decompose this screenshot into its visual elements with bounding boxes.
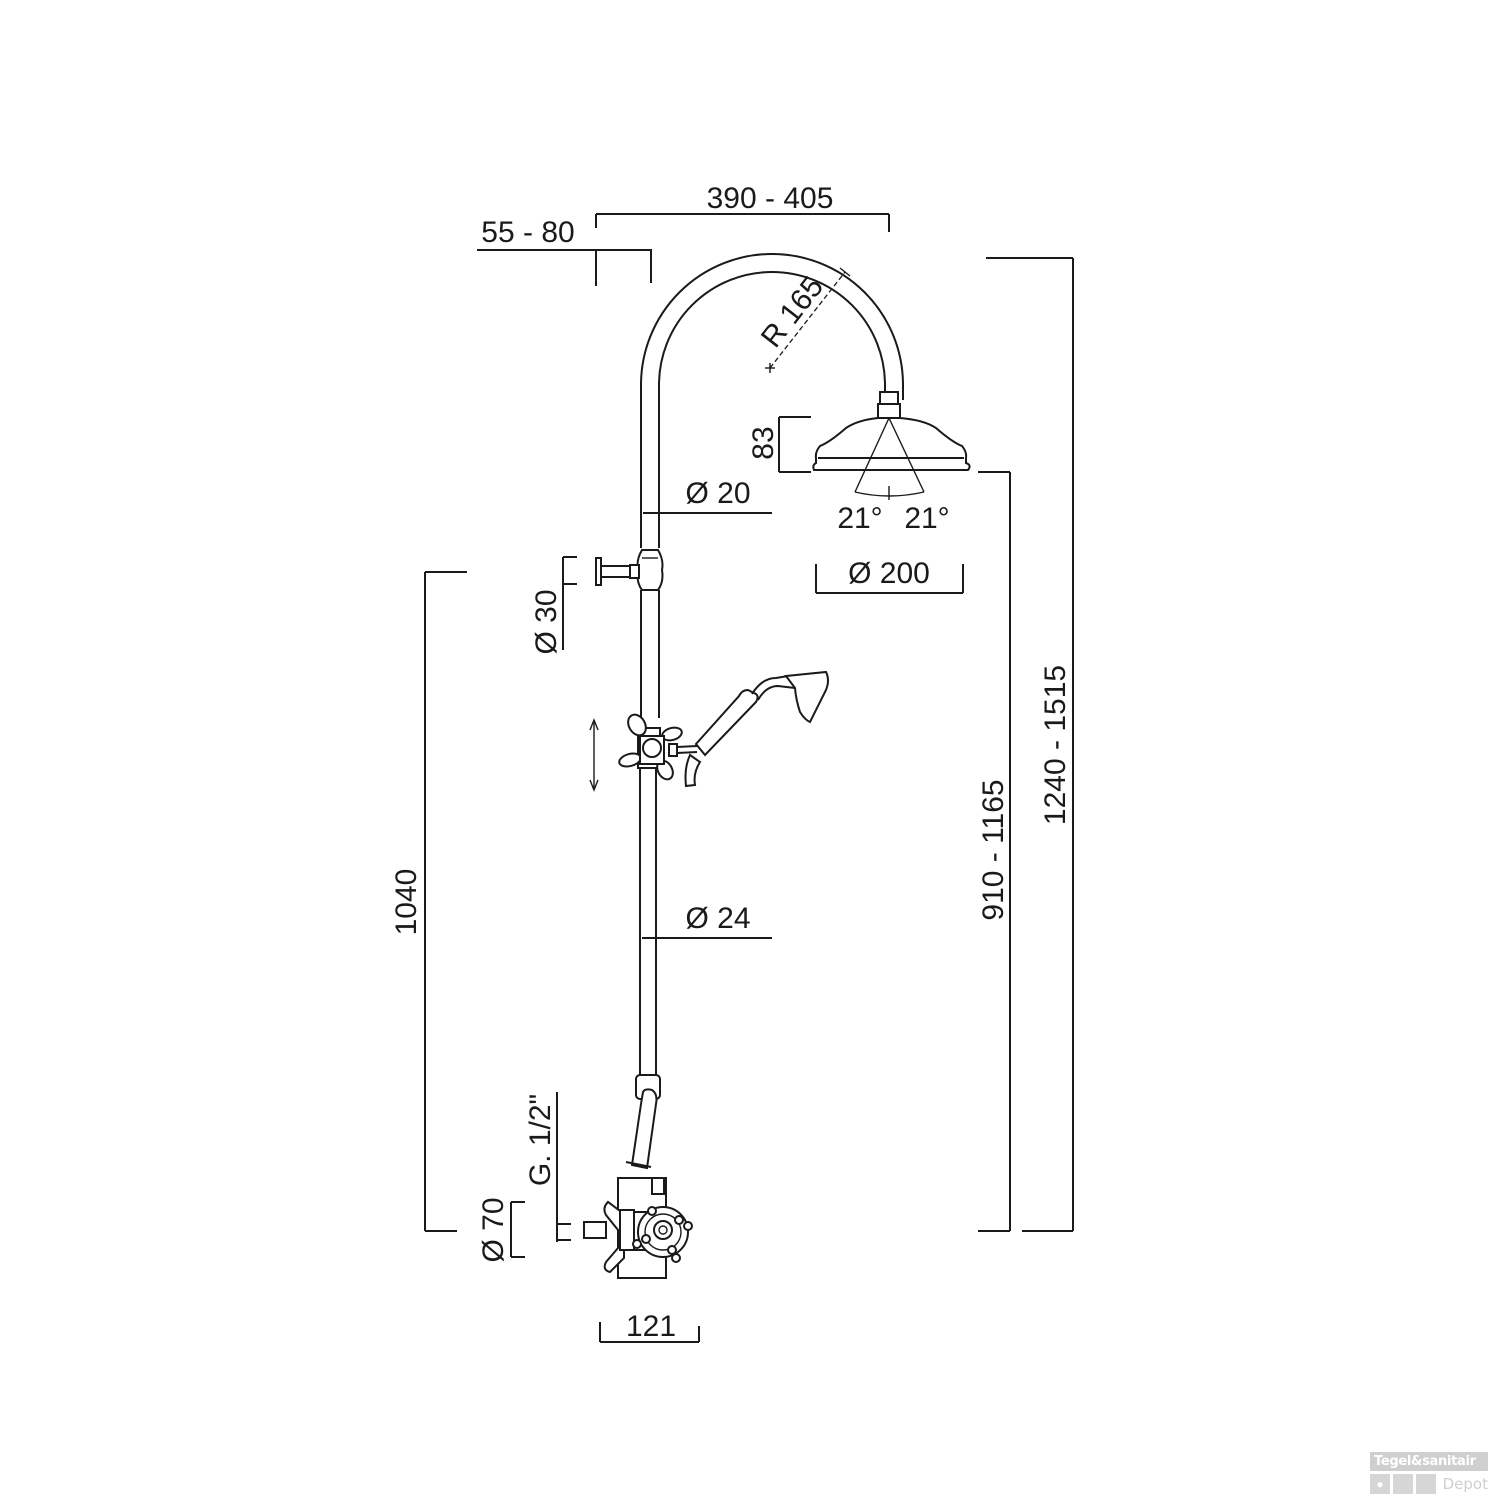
dim-slide-range: [589, 718, 599, 792]
dim-thread: G. 1/2": [524, 1092, 571, 1242]
dim-wall-offset-label: 55 - 80: [481, 216, 574, 249]
gooseneck-arm: [640, 253, 904, 510]
watermark-brand-top: Tegel&sanitair: [1370, 1452, 1488, 1471]
dim-lower-pipe-diameter: Ø 24: [642, 902, 772, 939]
riser-pipe: [639, 510, 660, 1075]
dim-head-height-label: 83: [747, 426, 780, 459]
dim-thread-label: G. 1/2": [524, 1094, 557, 1186]
dim-wall-offset: 55 - 80: [477, 216, 652, 286]
lower-elbow: [625, 1074, 661, 1170]
dim-mixer-height: 1040: [390, 571, 467, 1232]
wall-bracket: [595, 549, 664, 591]
dim-escutcheon-diameter: Ø 70: [477, 1197, 525, 1263]
dim-upper-pipe-diameter-label: Ø 20: [685, 477, 750, 510]
thermostatic-mixer: [583, 1177, 693, 1279]
dim-lower-pipe-diameter-label: Ø 24: [685, 902, 750, 935]
dim-bracket-diameter-label: Ø 30: [530, 589, 563, 654]
logo-square: [1415, 1474, 1436, 1494]
dim-head-height: 83: [747, 416, 811, 473]
spray-angle-left-label: 21°: [837, 502, 882, 535]
dim-top-width-label: 390 - 405: [707, 182, 834, 215]
dim-head-height-range-label: 910 - 1165: [977, 779, 1010, 920]
dim-upper-pipe-diameter: Ø 20: [643, 477, 772, 514]
logo-square: [1392, 1474, 1413, 1494]
hand-shower: [668, 670, 829, 788]
dim-bracket-diameter: Ø 30: [530, 556, 577, 655]
diverter-cross-handle: [618, 713, 683, 781]
dim-mixer-height-label: 1040: [390, 869, 423, 936]
dim-mixer-width: 121: [599, 1310, 700, 1343]
dim-total-height-range-label: 1240 - 1515: [1039, 665, 1072, 825]
dim-top-width: 390 - 405: [595, 182, 890, 232]
water-drop-icon: ●: [1370, 1474, 1390, 1494]
dim-total-height-range: 1240 - 1515: [986, 257, 1074, 1232]
dim-mixer-width-label: 121: [626, 1310, 676, 1343]
dim-head-diameter-label: Ø 200: [848, 557, 930, 590]
watermark-logo: Tegel&sanitair ● Depot: [1370, 1452, 1488, 1494]
dim-arc-radius-label: R 165: [755, 270, 830, 353]
dim-head-diameter: Ø 200: [815, 557, 964, 594]
spray-angle-right-label: 21°: [904, 502, 949, 535]
dim-escutcheon-diameter-label: Ø 70: [477, 1197, 510, 1262]
watermark-brand-bottom: Depot: [1442, 1475, 1488, 1493]
dim-arc-radius: R 165: [755, 267, 851, 373]
rain-shower-head: 21° 21°: [812, 391, 971, 535]
dim-head-height-range: 910 - 1165: [977, 471, 1011, 1232]
